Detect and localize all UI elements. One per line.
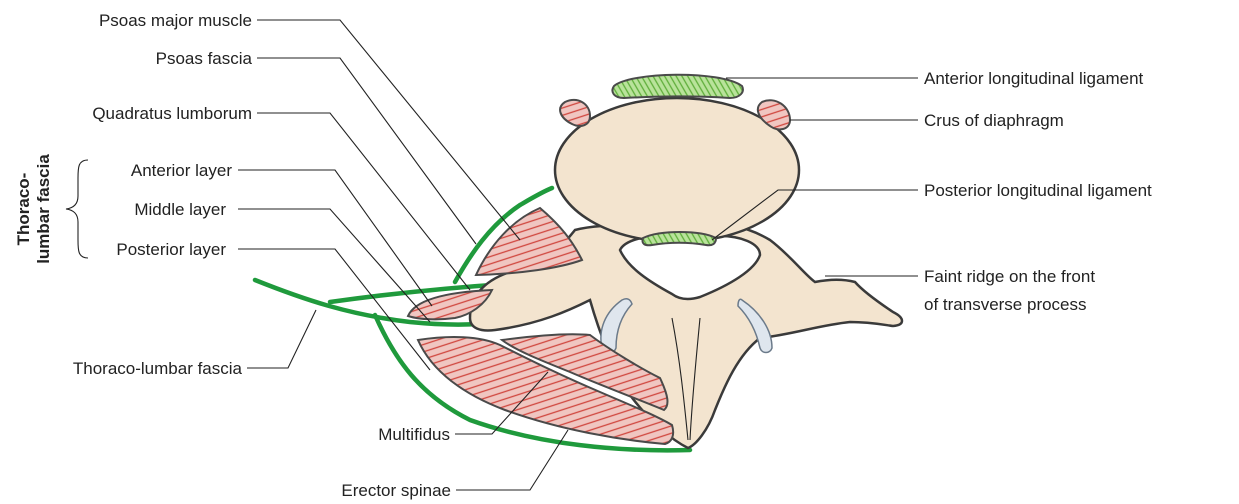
label-multifidus: Multifidus — [378, 425, 450, 444]
leader-thoraco-lumbar-fascia — [247, 310, 316, 368]
label-quadratus-lumborum: Quadratus lumborum — [92, 104, 252, 123]
leader-psoas-fascia — [257, 58, 476, 244]
crus-of-diaphragm-left — [560, 100, 590, 126]
label-thoracolumbar-group-line1: Thoraco- — [14, 173, 33, 246]
leader-psoas-major — [257, 20, 520, 240]
label-middle-layer: Middle layer — [134, 200, 226, 219]
layers-brace — [66, 160, 88, 258]
label-anterior-longitudinal-ligament: Anterior longitudinal ligament — [924, 69, 1144, 88]
label-psoas-fascia: Psoas fascia — [156, 49, 253, 68]
psoas-major-muscle — [476, 208, 582, 275]
posterior-longitudinal-ligament — [642, 232, 716, 245]
label-psoas-major-muscle: Psoas major muscle — [99, 11, 252, 30]
label-erector-spinae: Erector spinae — [341, 481, 451, 500]
label-thoracolumbar-group-line2: lumbar fascia — [34, 154, 53, 264]
label-thoraco-lumbar-fascia: Thoraco-lumbar fascia — [73, 359, 243, 378]
anterior-longitudinal-ligament — [612, 75, 742, 98]
label-posterior-layer: Posterior layer — [116, 240, 226, 259]
vertebra-drawing — [255, 75, 902, 451]
label-faint-ridge-line1: Faint ridge on the front — [924, 267, 1095, 286]
label-posterior-longitudinal-ligament: Posterior longitudinal ligament — [924, 181, 1152, 200]
label-anterior-layer: Anterior layer — [131, 161, 232, 180]
label-faint-ridge-line2: of transverse process — [924, 295, 1087, 314]
label-crus-of-diaphragm: Crus of diaphragm — [924, 111, 1064, 130]
